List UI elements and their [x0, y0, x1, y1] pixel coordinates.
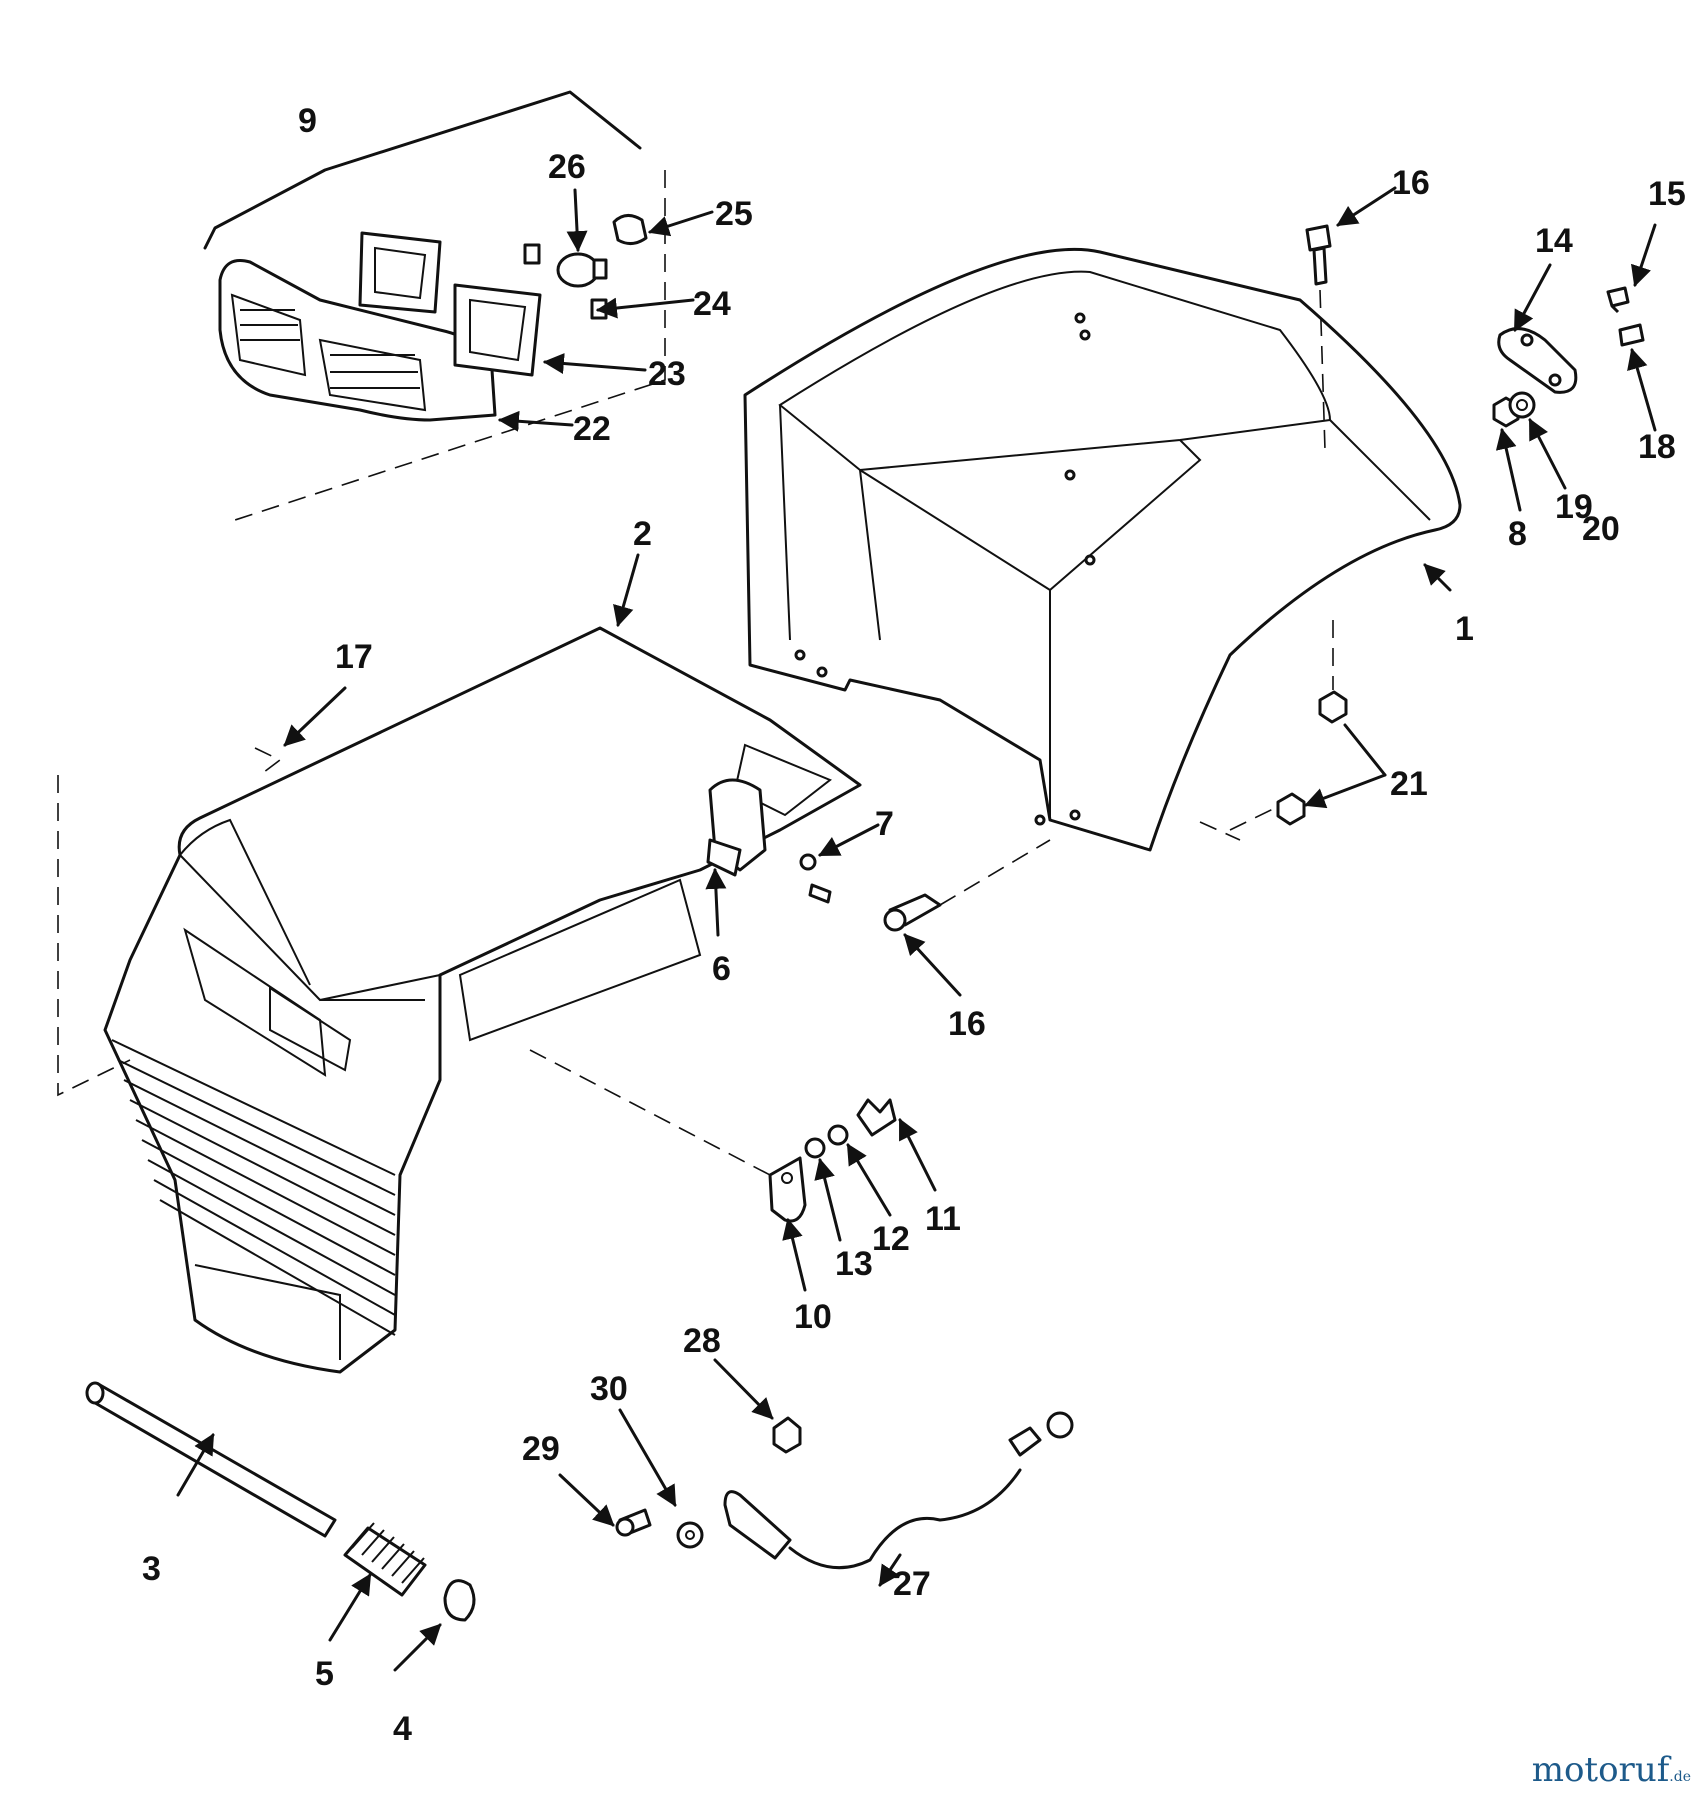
label-14: 14 [1535, 222, 1573, 260]
plate-hardware [1492, 286, 1645, 428]
label-23: 23 [648, 355, 686, 393]
label-16b: 16 [948, 1005, 986, 1043]
label-12: 12 [872, 1220, 910, 1258]
nuts-21 [1229, 620, 1348, 831]
label-28: 28 [683, 1322, 721, 1360]
label-27: 27 [893, 1565, 931, 1603]
label-6: 6 [712, 950, 731, 988]
hood [103, 626, 862, 1374]
label-29: 29 [522, 1430, 560, 1468]
label-17: 17 [335, 638, 373, 676]
label-16a: 16 [1392, 164, 1430, 202]
label-3: 3 [142, 1550, 161, 1588]
label-8: 8 [1508, 515, 1527, 553]
callout-labels: 1 2 3 4 5 6 7 8 9 10 11 12 13 14 15 16 1… [142, 102, 1686, 1748]
watermark-name: motoruf [1531, 1750, 1670, 1790]
watermark-logo: motoruf.de [1532, 1750, 1691, 1790]
label-7: 7 [875, 805, 894, 843]
headlight-assembly [203, 90, 666, 521]
label-18: 18 [1638, 428, 1676, 466]
label-24: 24 [693, 285, 731, 323]
label-13: 13 [835, 1245, 873, 1283]
bolt-16-lower [883, 839, 1051, 932]
bolt-16-top [1305, 224, 1332, 451]
label-2: 2 [633, 515, 652, 553]
label-25: 25 [715, 195, 753, 233]
label-5: 5 [315, 1655, 334, 1693]
bracket-hardware [529, 1049, 897, 1223]
ground-cable [615, 1411, 1074, 1570]
rod-spring-clip [85, 1381, 476, 1622]
hood-latch [706, 778, 832, 904]
label-10: 10 [794, 1298, 832, 1336]
label-1: 1 [1455, 610, 1474, 648]
label-22: 22 [573, 410, 611, 448]
label-9: 9 [298, 102, 317, 140]
label-15: 15 [1648, 175, 1686, 213]
label-20: 20 [1582, 510, 1620, 548]
label-30: 30 [590, 1370, 628, 1408]
leader-lines [176, 186, 1657, 1672]
rear-fender [743, 247, 1462, 852]
label-26: 26 [548, 148, 586, 186]
label-19: 19 [1555, 488, 1593, 526]
label-4: 4 [393, 1710, 412, 1748]
label-11: 11 [925, 1200, 961, 1238]
watermark-tld: .de [1669, 1769, 1691, 1785]
label-21: 21 [1390, 765, 1428, 803]
